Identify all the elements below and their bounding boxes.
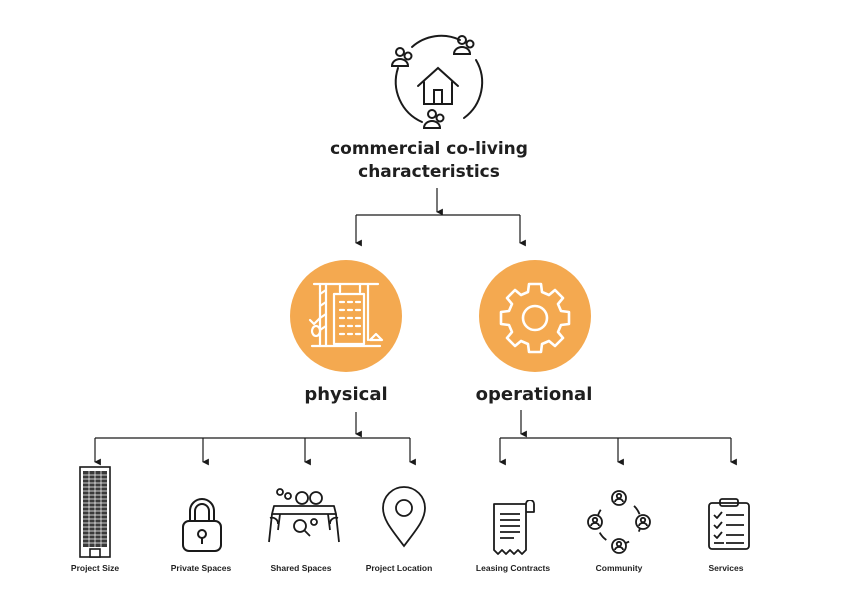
operational-branch-label: operational — [475, 384, 593, 405]
operational-branch-circle — [479, 260, 591, 372]
construction-crane-icon — [308, 282, 384, 348]
physical-branch-circle — [290, 260, 402, 372]
physical-branch-label: physical — [304, 384, 388, 405]
leaf-label-community: Community — [595, 563, 643, 573]
leaf-label-services: Services — [708, 563, 744, 573]
root-title: commercial co-living characteristics — [279, 138, 579, 184]
root-title-line1: commercial co-living — [330, 139, 528, 159]
clipboard-checklist-icon — [708, 498, 750, 550]
leaf-label-shared-spaces: Shared Spaces — [270, 563, 332, 573]
location-pin-icon — [382, 486, 426, 548]
contract-document-icon — [493, 500, 535, 555]
community-network-icon — [587, 490, 651, 554]
leaf-label-leasing-contracts: Leasing Contracts — [475, 563, 551, 573]
padlock-icon — [182, 498, 222, 552]
root-title-line2: characteristics — [358, 162, 500, 182]
leaf-label-project-size: Project Size — [70, 563, 120, 573]
shared-table-icon — [268, 488, 340, 543]
leaf-label-project-location: Project Location — [365, 563, 433, 573]
skyscraper-icon — [79, 466, 111, 558]
house-community-icon — [390, 34, 484, 129]
gear-icon — [499, 282, 571, 354]
leaf-label-private-spaces: Private Spaces — [170, 563, 232, 573]
